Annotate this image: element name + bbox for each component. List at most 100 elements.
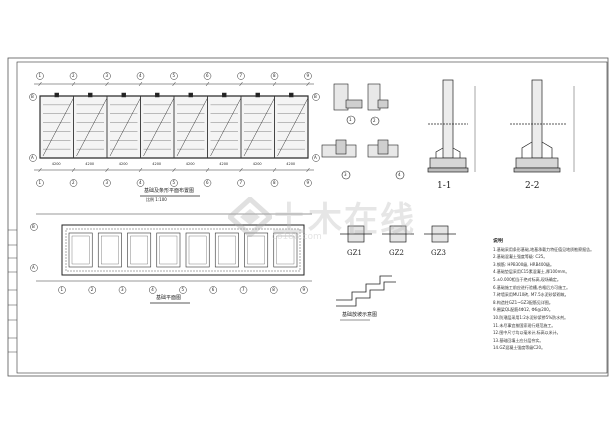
dimension-label: 4200 xyxy=(219,162,229,166)
axis-bubble-a-top xyxy=(29,154,37,162)
note-line: 2.基础混凝土强度等级: C25。 xyxy=(493,254,548,260)
axis-bubble xyxy=(36,72,44,80)
axis-number: 2 xyxy=(72,179,75,185)
foundation-cell-inner xyxy=(130,235,148,265)
axis-number: 6 xyxy=(206,179,209,185)
note-line: 3.钢筋: HPB300级, HRB400级。 xyxy=(493,261,554,267)
axis-number: 1 xyxy=(38,179,42,185)
foundation-cell xyxy=(185,232,210,268)
note-line: 14.GZ混凝土强度等级C20。 xyxy=(493,345,546,351)
axis-bubble xyxy=(203,179,212,187)
note-line: 5.±0.000相当于绝对标高,现场确定。 xyxy=(493,276,561,282)
dimension-tick xyxy=(172,167,176,173)
step-detail-title: 基础放坡示意图 xyxy=(342,312,378,318)
axis-letter-b-2: B xyxy=(314,94,317,99)
note-line: 12.图中尺寸均以毫米计,标高以米计。 xyxy=(493,330,561,336)
axis-bubble xyxy=(270,286,278,294)
axis-number: 3 xyxy=(105,72,109,78)
roof-diagonal xyxy=(143,97,175,157)
axis-bubble xyxy=(36,179,44,187)
foundation-cell-inner xyxy=(101,235,119,265)
axis-number: 9 xyxy=(302,286,306,292)
step-detail xyxy=(336,275,396,321)
axis-bubble xyxy=(237,179,245,187)
note-line: 7.砖墙采用MU10砖, M7.5水泥砂浆砌筑。 xyxy=(493,292,569,298)
axis-number: 7 xyxy=(239,72,243,78)
axis-number: 5 xyxy=(172,179,176,185)
gz1-label: GZ1 xyxy=(347,249,362,257)
foundation-cell xyxy=(127,232,152,268)
roof-bays xyxy=(39,92,309,158)
watermark-logo-icon xyxy=(228,196,272,237)
roof-column xyxy=(54,92,59,98)
roof-plan-title: 基础及条形平面布置图 xyxy=(144,188,195,194)
dimension-tick xyxy=(205,167,210,173)
node-number-2: 2 xyxy=(373,118,376,123)
axis-bubble xyxy=(170,179,178,187)
notes-title: 说明 xyxy=(493,238,504,244)
axis-bubble xyxy=(304,179,312,187)
note-line: 4.基础垫层采用C15素混凝土,厚100mm。 xyxy=(493,269,570,275)
axis-bubble xyxy=(103,179,111,187)
foundation-cell xyxy=(214,232,239,268)
foundation-plan-title: 基础平面图 xyxy=(156,295,182,301)
section-label-2-2: 2-2 xyxy=(525,181,540,191)
foundation-plan xyxy=(30,213,312,304)
roof-column xyxy=(155,92,160,98)
note-line: 11.未尽事宜按国家现行规范施工。 xyxy=(493,322,556,328)
roof-axis-bubbles xyxy=(36,72,312,187)
axis-number: 7 xyxy=(239,179,243,185)
general-notes: 说明 1.基础采用条形基础,地基承载力特征值见地质勘察报告。2.基础混凝土强度等… xyxy=(493,238,603,352)
axis-bubble xyxy=(88,286,96,294)
gz2-label: GZ2 xyxy=(389,249,404,257)
inner-frame xyxy=(16,61,608,374)
node-number-4: 4 xyxy=(398,172,401,177)
axis-bubble-b-found xyxy=(30,223,38,231)
foundation-axis-bubbles xyxy=(58,286,308,294)
axis-bubble-b-top-r xyxy=(312,93,320,101)
axis-bubble xyxy=(237,72,245,80)
foundation-cell xyxy=(68,232,93,268)
axis-number: 8 xyxy=(272,286,275,292)
axis-number: 5 xyxy=(172,72,176,78)
roof-dimension-ticks xyxy=(38,81,310,173)
title-block-strip xyxy=(8,229,17,353)
node-details xyxy=(321,83,405,180)
roof-diagonal xyxy=(176,97,208,157)
roof-diagonal xyxy=(42,97,74,157)
dimension-label: 4200 xyxy=(252,162,262,166)
gz3-label: GZ3 xyxy=(431,249,446,257)
roof-column xyxy=(88,92,93,98)
axis-bubble xyxy=(149,286,157,294)
axis-bubble-a-found xyxy=(30,264,38,272)
roof-diagonal xyxy=(243,97,275,157)
foundation-cell-inner xyxy=(71,235,90,265)
dimension-tick xyxy=(71,81,76,87)
foundation-cell-inner xyxy=(247,235,265,265)
axis-letter-b-3: B xyxy=(32,224,35,229)
axis-bubble xyxy=(300,286,308,294)
axis-number: 9 xyxy=(306,179,310,185)
section-2-2 xyxy=(510,79,575,173)
axis-number: 6 xyxy=(206,72,209,78)
axis-letter-b-1: B xyxy=(31,94,34,99)
axis-letter-a-3: A xyxy=(32,265,35,270)
dimension-tick xyxy=(306,167,310,173)
node-number-3: 3 xyxy=(344,172,347,177)
foundation-cell-inner xyxy=(159,235,178,265)
section-1-1 xyxy=(427,79,476,173)
axis-bubble xyxy=(239,286,248,294)
dimension-tick xyxy=(172,81,176,87)
foundation-cell xyxy=(244,232,269,268)
dimension-tick xyxy=(105,167,109,173)
axis-number: 2 xyxy=(90,286,94,292)
roof-column xyxy=(188,92,193,98)
roof-column xyxy=(121,92,126,98)
axis-bubble xyxy=(170,72,178,80)
axis-bubble xyxy=(270,72,279,80)
axis-bubble xyxy=(69,179,78,187)
section-label-1-1: 1-1 xyxy=(437,181,452,191)
dimension-tick xyxy=(272,167,277,173)
axis-number: 1 xyxy=(38,72,42,78)
